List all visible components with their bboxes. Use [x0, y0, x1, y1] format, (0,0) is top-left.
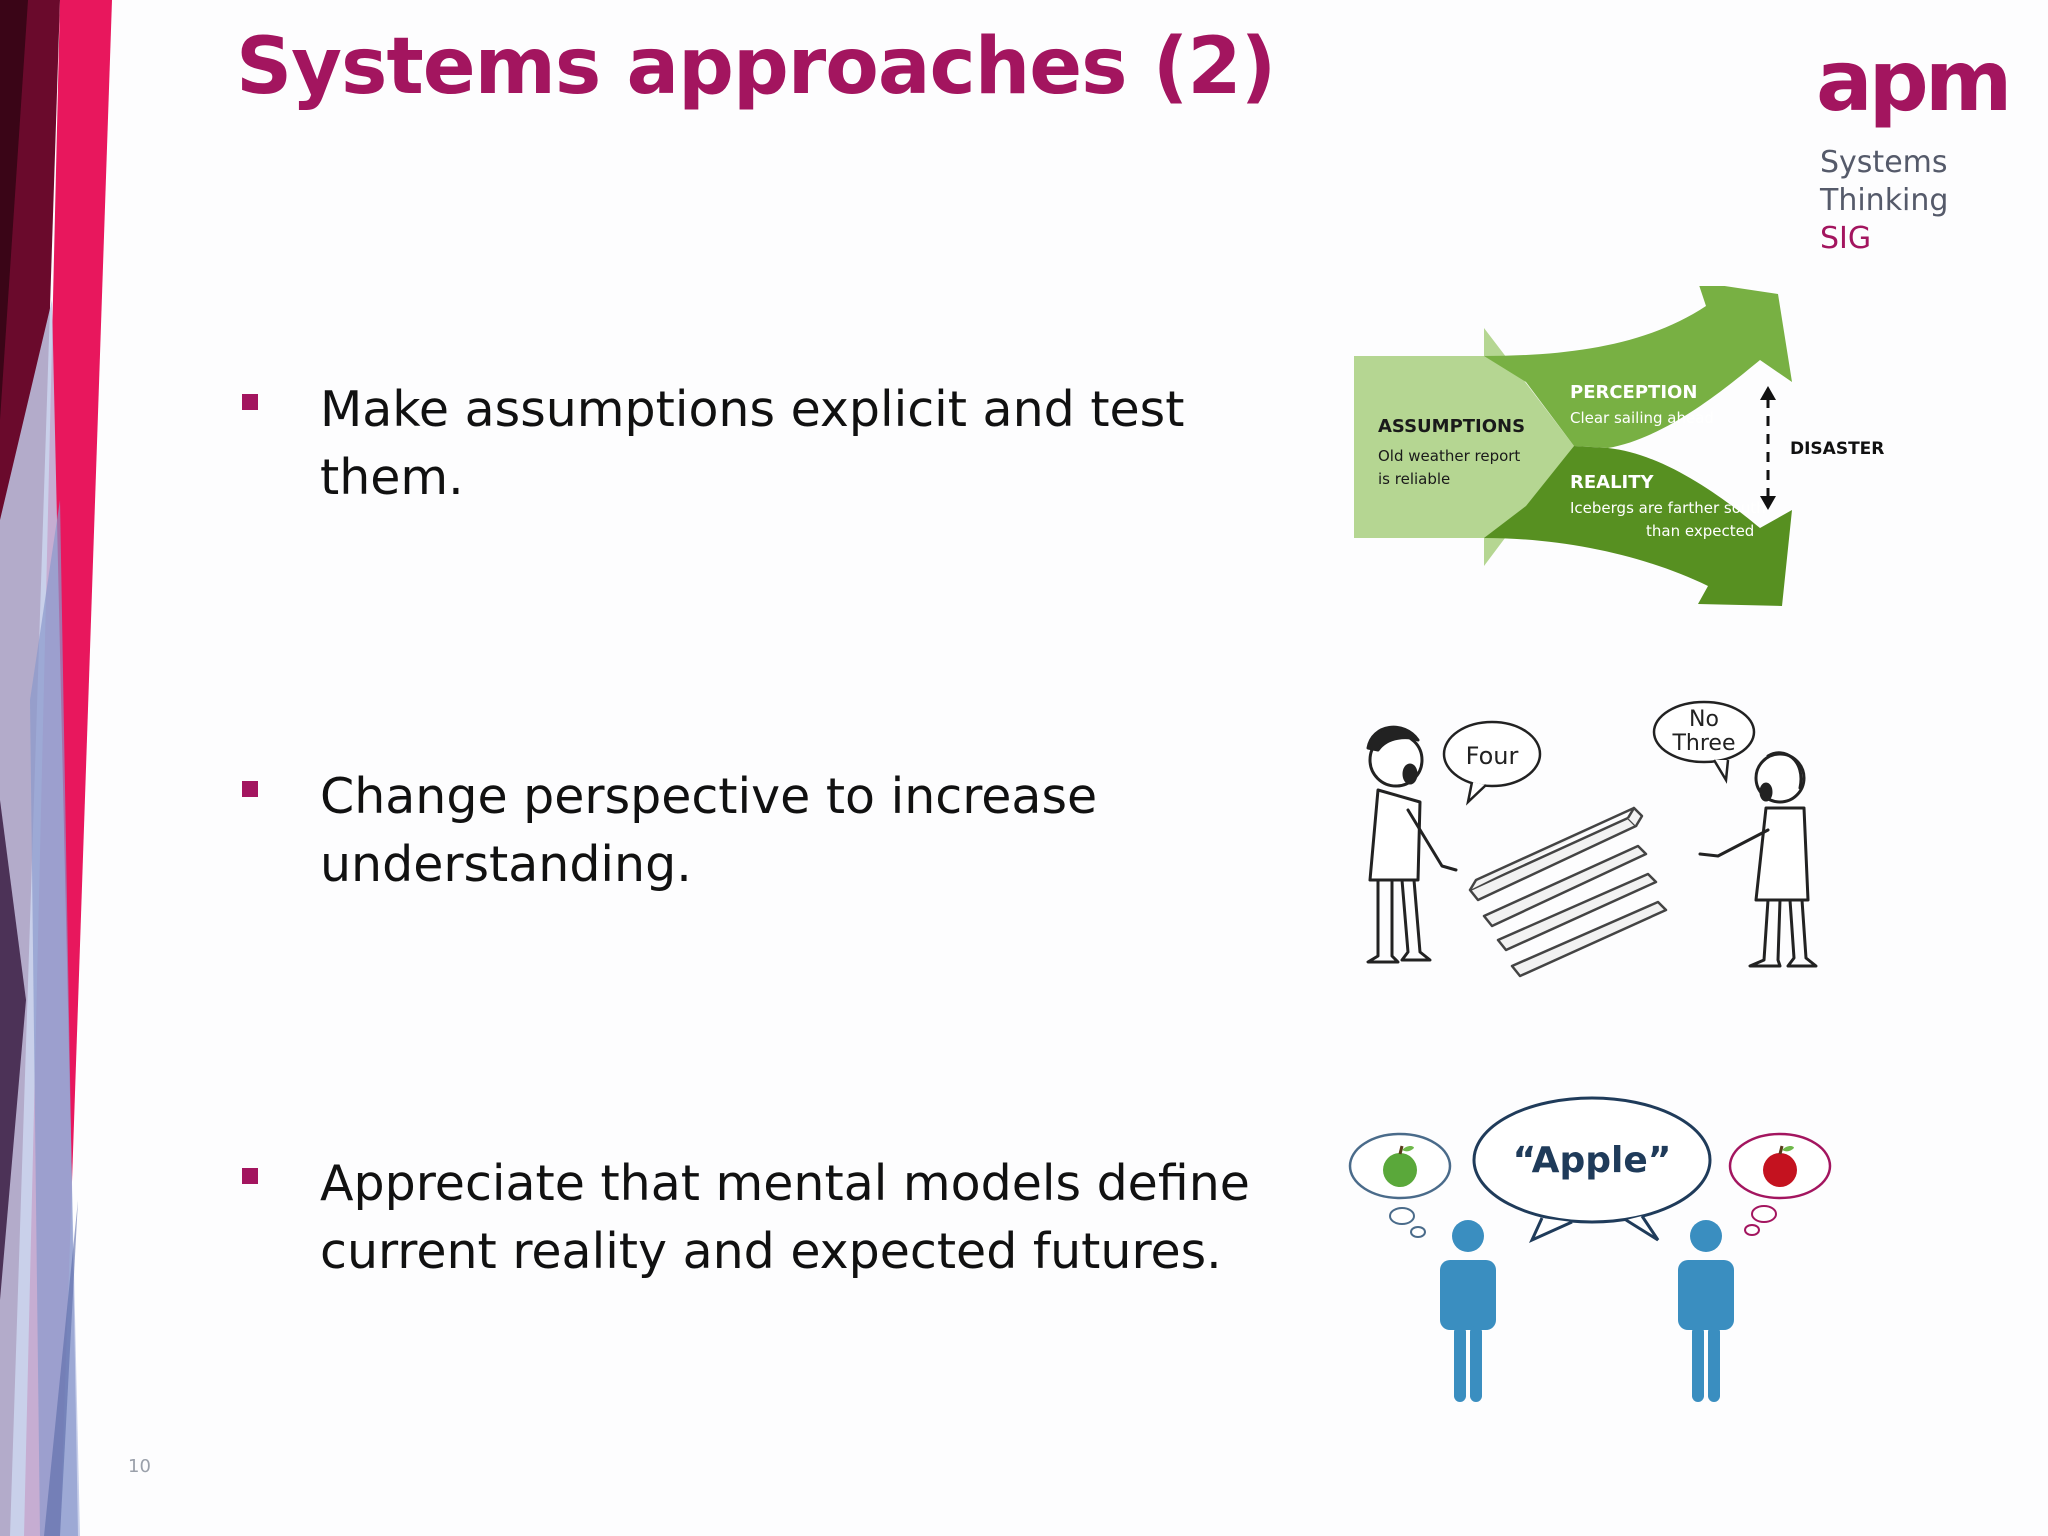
bullet-line: understanding. [320, 836, 692, 893]
perspective-cartoon: Four No Three [1366, 700, 1818, 978]
gap-arrowhead-down [1760, 496, 1776, 510]
bullet-marker [242, 394, 258, 410]
logo-subtitle: Systems Thinking SIG [1820, 144, 1948, 258]
left-thought-bubble [1348, 1132, 1452, 1238]
assumptions-line1: Old weather report [1378, 447, 1520, 465]
perception-arrow [1484, 286, 1792, 448]
speech-bubble-apple: “Apple” [1472, 1096, 1712, 1243]
right-speech-line2: Three [1671, 731, 1735, 756]
bullet-marker [242, 781, 258, 797]
logo-line-sig: SIG [1820, 221, 1872, 256]
page-number: 10 [128, 1456, 151, 1477]
bullet-line: current reality and expected futures. [320, 1223, 1222, 1280]
right-person-figure [1698, 751, 1818, 968]
reality-line1: Icebergs are farther south [1570, 499, 1766, 517]
left-person-icon [1440, 1220, 1496, 1402]
gap-arrowhead-up [1760, 386, 1776, 400]
assumptions-arrow-diagram: ASSUMPTIONS Old weather report is reliab… [1354, 286, 1884, 606]
bullet-text: Change perspective to increase understan… [320, 763, 1280, 899]
left-speech-bubble: Four [1442, 720, 1542, 806]
reality-line2: than expected [1646, 522, 1754, 540]
beams-figure [1468, 806, 1668, 978]
right-speech-line1: No [1689, 707, 1719, 732]
bullet-text: Make assumptions explicit and test them. [320, 376, 1280, 512]
apm-logo-mark: apm [1816, 40, 2012, 130]
assumptions-arrow [1354, 328, 1574, 566]
apm-logo: apm Systems Thinking SIG [1816, 40, 2016, 270]
left-speech-text: Four [1466, 742, 1519, 770]
logo-mark-text: apm [1816, 40, 2008, 130]
mental-model-figure: “Apple” [1348, 1096, 1832, 1402]
right-person-icon [1678, 1220, 1734, 1402]
side-ribbon-decoration [0, 0, 112, 1536]
assumptions-title: ASSUMPTIONS [1378, 416, 1525, 437]
bullet-marker [242, 1168, 258, 1184]
perception-title: PERCEPTION [1570, 382, 1697, 403]
right-thought-bubble [1728, 1132, 1832, 1236]
reality-title: REALITY [1570, 472, 1655, 493]
bullet-line: Appreciate that mental models define [320, 1155, 1250, 1212]
bullet-line: Make assumptions explicit and test [320, 381, 1185, 438]
disaster-label: DISASTER [1790, 439, 1884, 459]
speech-apple-text: “Apple” [1513, 1140, 1672, 1181]
green-apple-icon [1383, 1153, 1417, 1187]
right-speech-bubble: No Three [1652, 700, 1756, 784]
slide-title: Systems approaches (2) [236, 22, 1276, 112]
bullet-text: Appreciate that mental models define cur… [320, 1150, 1280, 1286]
bullet-line: Change perspective to increase [320, 768, 1098, 825]
logo-line-systems: Systems [1820, 145, 1948, 180]
bullet-line: them. [320, 449, 464, 506]
logo-line-thinking: Thinking [1820, 183, 1949, 218]
red-apple-icon [1763, 1153, 1797, 1187]
reality-arrow [1484, 446, 1792, 606]
assumptions-line2: is reliable [1378, 470, 1450, 488]
perception-text: Clear sailing ahead [1570, 409, 1714, 427]
left-person-figure [1366, 725, 1458, 964]
